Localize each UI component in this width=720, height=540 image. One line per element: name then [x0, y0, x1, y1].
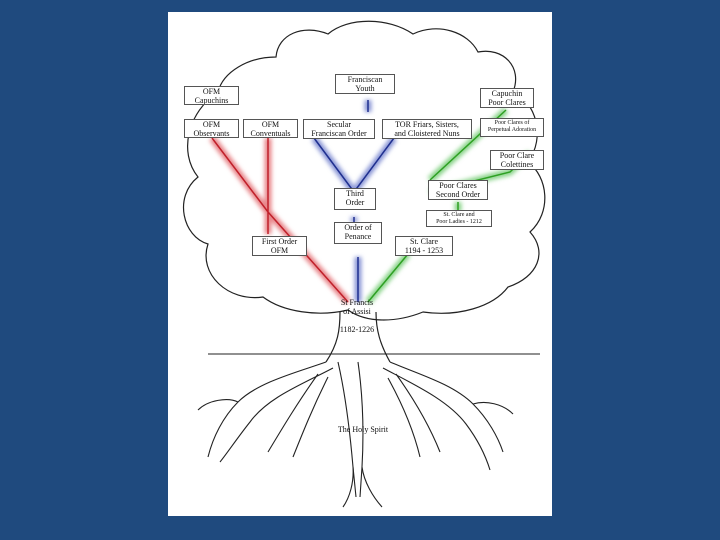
ofm-capuchins-node: OFM Capuchins — [184, 86, 239, 105]
trunk-outline — [325, 311, 391, 363]
perpetual-adoration-node: Poor Clares of Perpetual Adoration — [480, 118, 544, 137]
st-francis-label: St Francis of Assisi — [340, 298, 374, 316]
st-clare-poor-ladies-node: St. Clare and Poor Ladies - 1212 — [426, 210, 492, 227]
st-clare-node: St. Clare 1194 - 1253 — [395, 236, 453, 256]
poor-clare-colettines-node: Poor Clare Colettines — [490, 150, 544, 170]
capuchin-poor-clares-node: Capuchin Poor Clares — [480, 88, 534, 108]
second-order-branches — [365, 107, 533, 305]
ofm-observants-node: OFM Observants — [184, 119, 239, 138]
first-order-branches — [209, 135, 351, 305]
canopy-outline — [182, 20, 546, 321]
third-order-node: Third Order — [334, 188, 376, 210]
roots — [197, 361, 514, 508]
holy-spirit-label: The Holy Spirit — [337, 425, 389, 434]
first-order-node: First Order OFM — [252, 236, 307, 256]
secular-order-node: Secular Franciscan Order — [303, 119, 375, 139]
tor-node: TOR Friars, Sisters, and Cloistered Nuns — [382, 119, 472, 139]
poor-clares-second-order-node: Poor Clares Second Order — [428, 180, 488, 200]
tree-diagram: OFM Capuchins OFM Observants OFM Convent… — [168, 12, 552, 516]
st-francis-dates-label: 1182-1226 — [339, 325, 375, 334]
order-of-penance-node: Order of Penance — [334, 222, 382, 244]
franciscan-youth-node: Franciscan Youth — [335, 74, 395, 94]
ofm-conventuals-node: OFM Conventuals — [243, 119, 298, 138]
